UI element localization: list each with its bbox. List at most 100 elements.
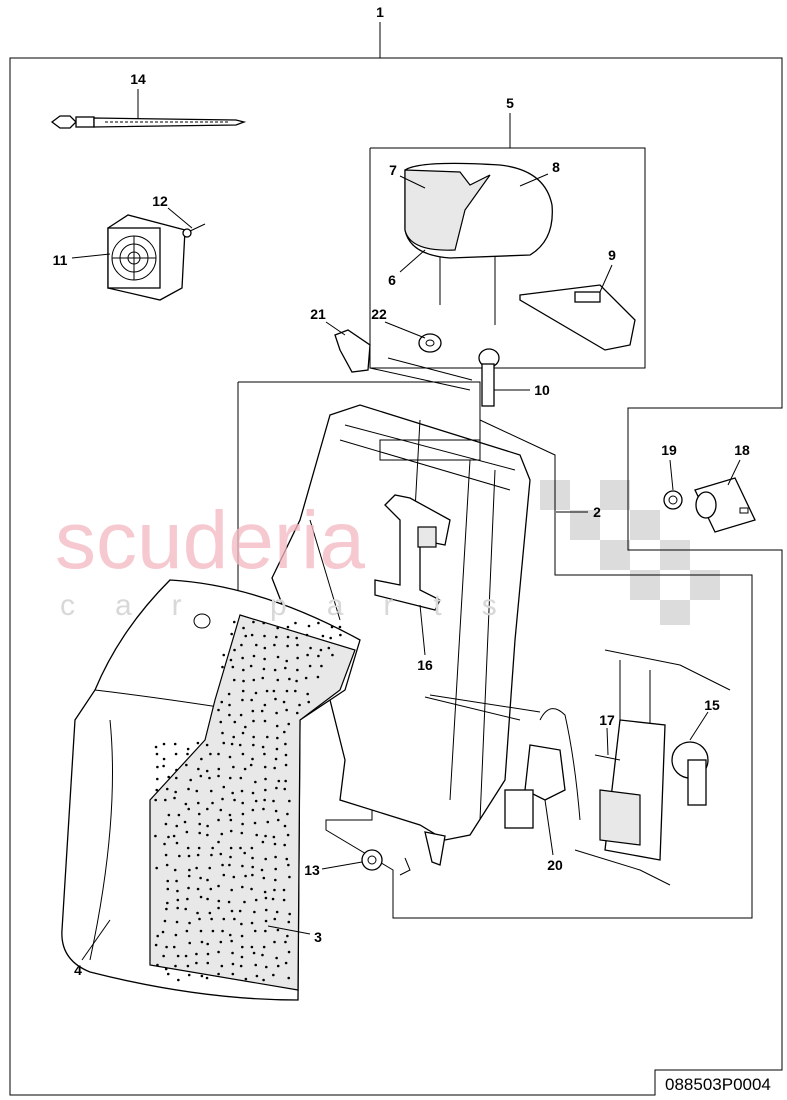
perforation-dot bbox=[166, 887, 170, 891]
part-20-actuator bbox=[504, 708, 581, 829]
perforation-dot bbox=[241, 864, 244, 868]
callout-21: 21 bbox=[310, 306, 326, 322]
perforation-dot bbox=[264, 777, 267, 781]
perforation-dot bbox=[196, 911, 199, 915]
perforation-dot bbox=[261, 676, 265, 680]
perforation-dot bbox=[231, 972, 235, 976]
perforation-dot bbox=[184, 802, 188, 806]
part-19-nut bbox=[663, 490, 683, 510]
part-15-adjustment-motor-unit bbox=[574, 649, 731, 886]
perforation-dot bbox=[284, 961, 288, 965]
perforation-dot bbox=[277, 779, 281, 783]
perforation-dot bbox=[205, 743, 209, 747]
perforation-dot bbox=[273, 766, 276, 770]
perforation-dot bbox=[286, 812, 289, 816]
perforation-dot bbox=[156, 934, 159, 938]
perforation-dot bbox=[263, 798, 266, 802]
perforation-dot bbox=[164, 822, 168, 826]
perforation-dot bbox=[217, 884, 220, 888]
perforation-dot bbox=[197, 767, 200, 771]
perforation-dot bbox=[165, 863, 169, 867]
perforation-dot bbox=[165, 907, 168, 911]
part-17-pin bbox=[594, 754, 621, 761]
perforation-dot bbox=[217, 840, 220, 844]
perforation-dot bbox=[252, 951, 256, 955]
perforation-dot bbox=[276, 818, 280, 822]
perforation-dot bbox=[221, 863, 224, 867]
perforation-dot bbox=[205, 769, 209, 773]
perforation-dot bbox=[254, 799, 258, 803]
perforation-dot bbox=[240, 934, 244, 938]
perforation-dot bbox=[230, 742, 234, 746]
perforation-dot bbox=[296, 643, 299, 647]
perforation-dot bbox=[162, 764, 165, 768]
perforation-dot bbox=[227, 900, 231, 904]
perforation-dot bbox=[284, 779, 287, 783]
perforation-dot bbox=[263, 657, 266, 661]
perforation-dot bbox=[307, 700, 311, 704]
perforation-dot bbox=[232, 875, 236, 879]
headrest-group-frame bbox=[369, 147, 646, 369]
perforation-dot bbox=[255, 833, 258, 837]
perforation-dot bbox=[251, 709, 255, 713]
perforation-dot bbox=[161, 930, 165, 934]
perforation-dot bbox=[298, 703, 301, 707]
perforation-dot bbox=[339, 633, 342, 637]
perforation-dot bbox=[242, 679, 245, 683]
perforation-dot bbox=[166, 879, 170, 883]
perforation-dot bbox=[307, 624, 311, 628]
perforation-dot bbox=[261, 745, 265, 749]
perforation-dot bbox=[329, 636, 332, 640]
perforation-dot bbox=[241, 801, 244, 805]
perforation-dot bbox=[167, 775, 170, 779]
perforation-dot bbox=[250, 887, 253, 891]
part-18-bracket bbox=[694, 477, 756, 533]
perforation-dot bbox=[252, 719, 255, 723]
perforation-dot bbox=[276, 964, 280, 968]
perforation-dot bbox=[241, 689, 245, 693]
callout-20: 20 bbox=[547, 857, 563, 873]
perforation-dot bbox=[217, 708, 220, 712]
perforation-dot bbox=[174, 752, 178, 756]
perforation-dot bbox=[176, 889, 179, 893]
perforation-dot bbox=[263, 703, 267, 707]
part-12-screw bbox=[182, 223, 206, 238]
perforation-dot bbox=[232, 620, 236, 624]
perforation-dot bbox=[166, 901, 169, 905]
perforation-dot bbox=[196, 801, 200, 805]
perforation-dot bbox=[199, 774, 203, 778]
perforation-dot bbox=[211, 801, 214, 805]
perforation-dot bbox=[252, 620, 255, 624]
perforation-dot bbox=[185, 929, 189, 933]
perforation-dot bbox=[254, 963, 258, 967]
callout-5: 5 bbox=[506, 95, 514, 111]
perforation-dot bbox=[208, 866, 212, 870]
callout-12: 12 bbox=[152, 193, 168, 209]
perforation-dot bbox=[196, 741, 200, 745]
perforation-dot bbox=[186, 897, 189, 901]
perforation-dot bbox=[206, 942, 209, 946]
part-21-clip bbox=[334, 329, 371, 373]
perforation-dot bbox=[272, 799, 275, 803]
part-10-guide-sleeve bbox=[478, 348, 500, 407]
perforation-dot bbox=[178, 854, 181, 858]
part-3-backrest-padding bbox=[149, 614, 356, 991]
perforation-dot bbox=[284, 763, 288, 767]
perforation-dot bbox=[275, 724, 279, 728]
perforation-dot bbox=[183, 820, 187, 824]
perforation-dot bbox=[172, 945, 176, 949]
perforation-dot bbox=[273, 888, 276, 892]
perforation-dot bbox=[173, 796, 176, 800]
perforation-dot bbox=[294, 689, 297, 693]
perforation-dot bbox=[241, 812, 245, 816]
perforation-dot bbox=[285, 689, 289, 693]
perforation-dot bbox=[154, 745, 158, 749]
callout-6: 6 bbox=[388, 272, 396, 288]
callout-2: 2 bbox=[593, 504, 601, 520]
perforation-dot bbox=[288, 875, 291, 879]
part-14-cable-tie bbox=[50, 115, 247, 129]
perforation-dot bbox=[206, 961, 210, 965]
perforation-dot bbox=[252, 743, 255, 747]
perforation-dot bbox=[222, 741, 226, 745]
